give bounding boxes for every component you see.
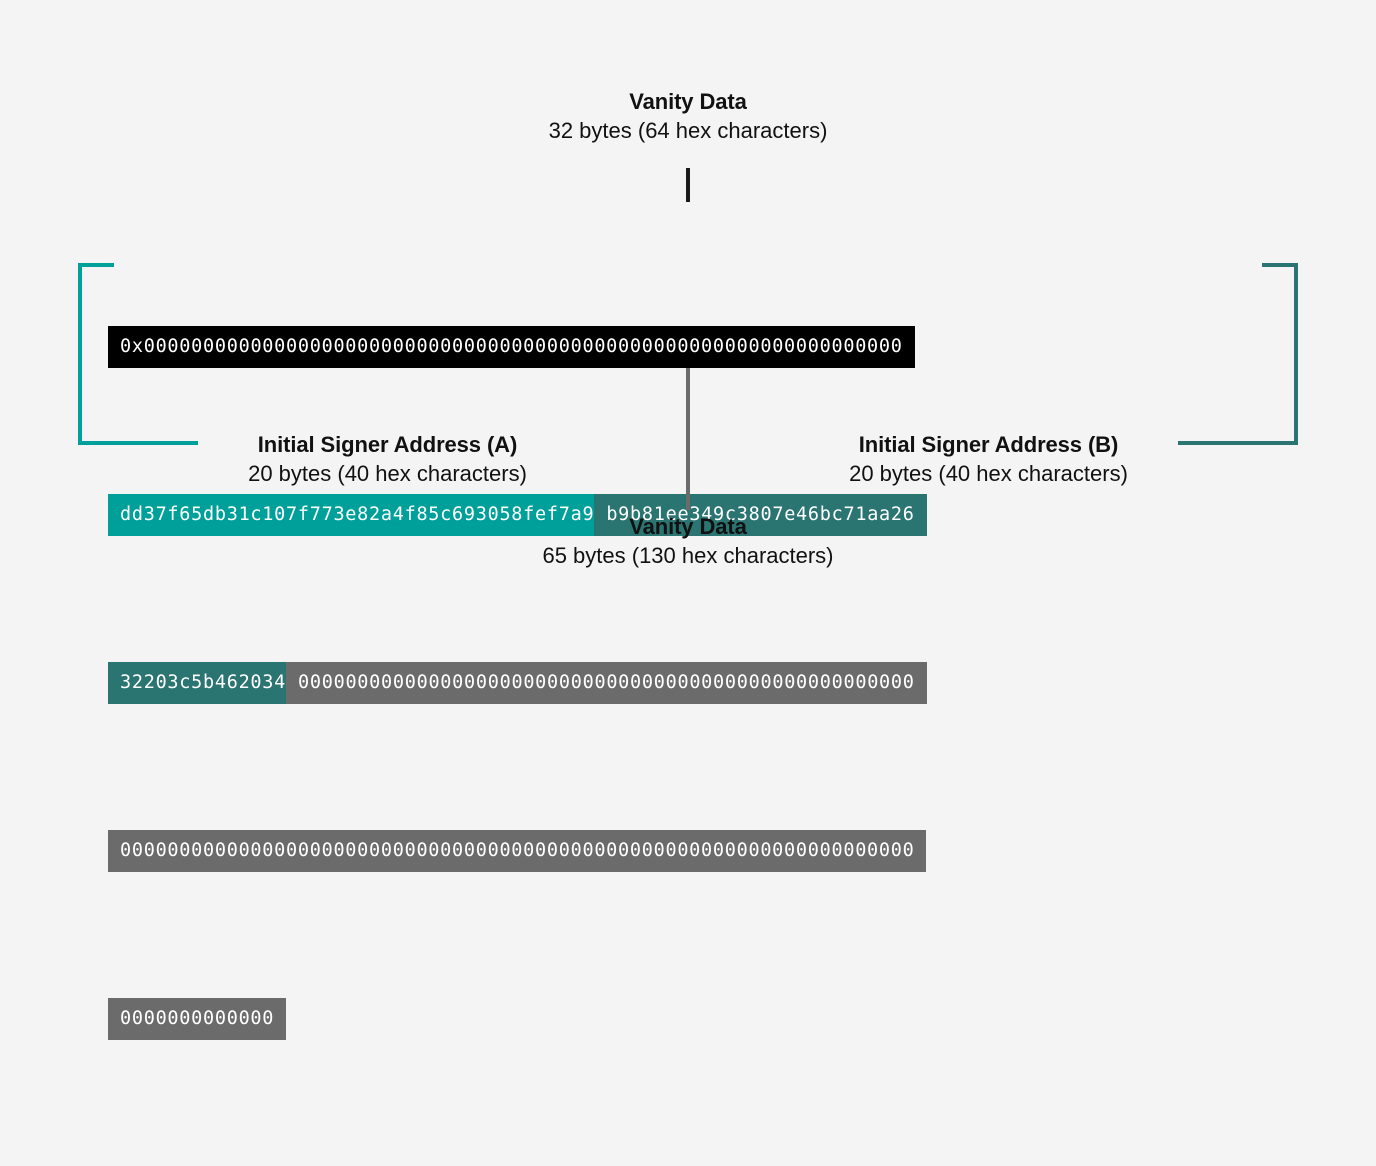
- hex-row-2: dd37f65db31c107f773e82a4f85c693058fef7a9…: [108, 494, 1267, 536]
- signer-b-bracket-bottom-arm: [1178, 441, 1298, 445]
- signer-a-bracket-spine: [78, 263, 82, 445]
- hex-row-5-zeros: 0000000000000: [120, 1008, 275, 1029]
- bottom-left-label-subtitle: 20 bytes (40 hex characters): [248, 461, 527, 486]
- bottom-center-label-subtitle: 65 bytes (130 hex characters): [542, 543, 834, 568]
- top-connector-line: [686, 168, 690, 202]
- hex-row-1-zeros: 0000000000000000000000000000000000000000…: [143, 336, 903, 357]
- hex-signer-b-segment-part2: 32203c5b462034: [108, 662, 287, 704]
- signer-a-bracket: [78, 263, 198, 445]
- hex-row-4-padding-zeros: 0000000000000000000000000000000000000000…: [108, 830, 927, 872]
- hex-row-3-padding-zeros: 0000000000000000000000000000000000000000…: [286, 662, 927, 704]
- bottom-center-label-title: Vanity Data: [629, 514, 747, 539]
- top-label-subtitle: 32 bytes (64 hex characters): [548, 118, 828, 143]
- hex-signer-b-segment-part1: b9b81ee349c3807e46bc71aa26: [594, 494, 927, 536]
- signer-a-bracket-top-arm: [78, 263, 114, 267]
- hex-signer-a-value: dd37f65db31c107f773e82a4f85c693058fef7a9: [120, 504, 595, 525]
- bottom-connector-line: [686, 368, 690, 510]
- hex-row-4-zeros: 0000000000000000000000000000000000000000…: [120, 840, 915, 861]
- bottom-right-label-subtitle: 20 bytes (40 hex characters): [849, 461, 1128, 486]
- hex-row-4: 0000000000000000000000000000000000000000…: [108, 830, 1267, 872]
- hex-row-3: 32203c5b462034 0000000000000000000000000…: [108, 662, 1267, 704]
- hex-row-5: 0000000000000: [108, 998, 1267, 1040]
- top-label-group: Vanity Data 32 bytes (64 hex characters): [0, 88, 1376, 146]
- bottom-center-label-group: Vanity Data 65 bytes (130 hex characters…: [0, 513, 1376, 571]
- diagram-canvas: Vanity Data 32 bytes (64 hex characters)…: [0, 88, 1376, 1040]
- hex-prefix-0x: 0x: [120, 336, 144, 357]
- bottom-right-label-group: Initial Signer Address (B) 20 bytes (40 …: [801, 431, 1176, 489]
- signer-b-bracket: [1178, 263, 1298, 445]
- hex-row-5-padding-zeros: 0000000000000: [108, 998, 287, 1040]
- hex-row-3-zeros: 0000000000000000000000000000000000000000…: [298, 672, 915, 693]
- hex-signer-b-value-part2: 32203c5b462034: [120, 672, 287, 693]
- bottom-left-label-group: Initial Signer Address (A) 20 bytes (40 …: [200, 431, 575, 489]
- top-label-title: Vanity Data: [629, 89, 747, 114]
- bottom-left-label-title: Initial Signer Address (A): [257, 432, 518, 457]
- hex-signer-a-segment: dd37f65db31c107f773e82a4f85c693058fef7a9: [108, 494, 595, 536]
- signer-b-bracket-top-arm: [1262, 263, 1298, 267]
- signer-b-bracket-spine: [1294, 263, 1298, 445]
- signer-a-bracket-bottom-arm: [78, 441, 198, 445]
- bottom-right-label-title: Initial Signer Address (B): [858, 432, 1119, 457]
- hex-signer-b-value-part1: b9b81ee349c3807e46bc71aa26: [606, 504, 915, 525]
